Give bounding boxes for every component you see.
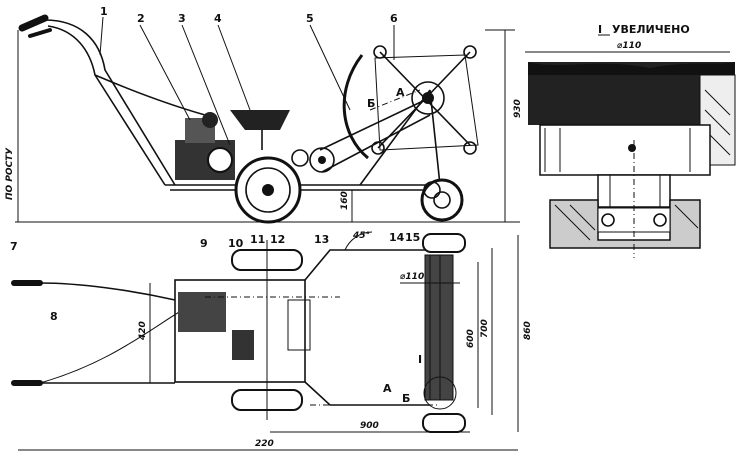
fuel-tank [230,110,290,130]
detail-marker-top: I [418,353,422,366]
fuel-tank [232,330,254,360]
leader-line [309,24,351,111]
hatch [704,89,731,116]
hatch [674,204,699,229]
leader-line [181,24,231,146]
handle-bar [47,25,166,186]
dim-45: 45° [352,231,370,241]
detail-diameter: ⌀110 [617,41,641,51]
dim-220: 220 [255,439,274,449]
leader-line [99,16,104,56]
detail-title: УВЕЛИЧЕНО [612,23,690,36]
frame [174,279,306,383]
pulley [291,149,309,167]
dim-420: 420 [138,321,148,341]
guard-arc [342,54,369,160]
callout-12: 12 [270,233,285,246]
reel-blade-end [373,45,387,59]
detail-marker: I [598,23,602,36]
flywheel [207,147,233,173]
bracket [287,299,311,351]
rear-roller [420,178,464,222]
drive-belt [321,114,431,173]
roller-top [422,233,466,253]
handle-grip [18,14,49,32]
handle-brace [94,74,206,116]
dim-160: 160 [340,191,350,210]
rear-roller-hub [433,191,451,209]
callout-14: 14 [389,231,405,244]
side-view [15,14,520,224]
handle-cable [39,299,201,384]
bearing-ball [601,213,615,227]
dim-930: 930 [513,99,523,118]
drive-belt [319,99,426,151]
hub-screw [628,144,636,152]
leader-line [139,24,191,121]
reel-blade-end [463,45,477,59]
top-view [11,231,519,451]
section-mark-b: Б [367,97,375,110]
dim-height-by-user: ПО РОСТУ [5,147,15,200]
detail-circle [423,376,457,410]
callout-2: 2 [137,12,145,25]
roller-section [528,62,735,125]
detail-view [525,34,736,258]
section-mark-a-top: А [383,382,392,395]
angle-arc [344,231,373,251]
dim-900: 900 [360,421,379,431]
callout-10: 10 [228,237,244,250]
front-roller [423,181,441,199]
fuel-cap [202,112,218,128]
reel-arm [304,381,430,406]
callout-1: 1 [100,5,108,18]
reel-blade-end [463,141,477,155]
callout-5: 5 [306,12,314,25]
main-wheel-hub [262,184,274,196]
section-mark-b-top: Б [402,392,410,405]
handle-bar [39,282,176,301]
dim-110: ⌀110 [400,272,424,282]
hub [539,124,711,176]
reel-blade-end [371,141,385,155]
reel-cylinder [424,254,454,401]
callout-6: 6 [390,12,398,25]
dim-860: 860 [523,321,533,340]
callout-8: 8 [50,310,58,323]
handle-grip [28,28,52,38]
roller-texture [528,62,735,75]
handle-bar [44,19,176,186]
reel-hub [411,81,445,115]
pulley-hub [318,156,326,164]
hatch [704,109,731,136]
leader-line [217,24,251,111]
callout-13: 13 [314,233,329,246]
hatch [554,204,591,241]
callout-4: 4 [214,12,222,25]
callout-9: 9 [200,237,208,250]
reel-hub-center [422,92,434,104]
bearing-ball [653,213,667,227]
main-wheel-rim [245,167,291,213]
callout-11: 11 [250,233,265,246]
hatch [569,204,596,231]
callout-7: 7 [10,240,18,253]
callout-15: 15 [405,231,420,244]
reel-arm [304,249,430,281]
roller-bottom [422,413,466,433]
dim-700: 700 [480,319,490,338]
callout-3: 3 [178,12,186,25]
dim-600: 600 [466,329,476,348]
reel-outline [374,54,479,151]
section-mark-a: А [396,86,405,99]
section-line [369,89,421,111]
engine-block [178,292,226,332]
